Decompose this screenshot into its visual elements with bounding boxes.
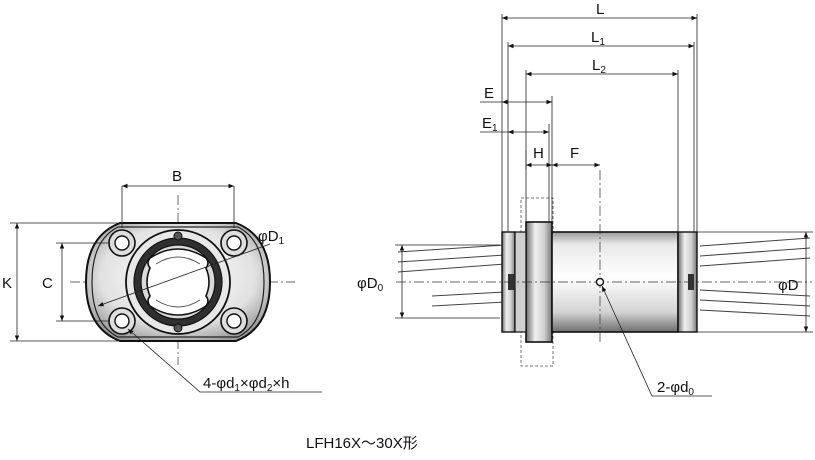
mounting-hole-top-right: [220, 229, 248, 257]
label-phiD: φD: [778, 277, 799, 294]
label-E: E: [484, 85, 494, 102]
ball-track-bore: [146, 248, 210, 316]
label-L2: L2: [592, 57, 606, 76]
label-mounting-holes: 4-φd1×φd2×h: [203, 375, 289, 394]
side-view: L L1 L2 E E1 H F φD0 φD 2-φd0: [357, 1, 813, 398]
label-L1: L1: [591, 29, 605, 48]
leader-lube-hole: [601, 285, 712, 397]
label-F: F: [570, 145, 579, 162]
mounting-hole-top-left: [108, 229, 136, 257]
end-view: B K C φD1 4-φd1×φd2×h: [2, 168, 322, 394]
label-phiD1: φD1: [258, 228, 285, 247]
lube-port-top: [173, 231, 183, 241]
lube-hole: [595, 277, 605, 287]
label-C: C: [42, 275, 53, 292]
lube-port-bottom: [173, 323, 183, 333]
flange-inner-edge: [91, 226, 265, 338]
mounting-hole-bottom-right: [220, 307, 248, 335]
label-phiD0: φD0: [357, 275, 384, 294]
mounting-hole-bottom-left: [108, 307, 136, 335]
leader-phiD1: [97, 243, 271, 307]
label-K: K: [2, 275, 12, 292]
figure-caption: LFH16X～30X形: [306, 435, 418, 452]
label-lube-hole: 2-φd0: [657, 379, 694, 398]
label-L: L: [596, 1, 604, 18]
leader-mounting-holes: [127, 328, 322, 393]
label-E1: E1: [482, 115, 498, 134]
label-H: H: [533, 145, 544, 162]
label-B: B: [172, 168, 182, 185]
